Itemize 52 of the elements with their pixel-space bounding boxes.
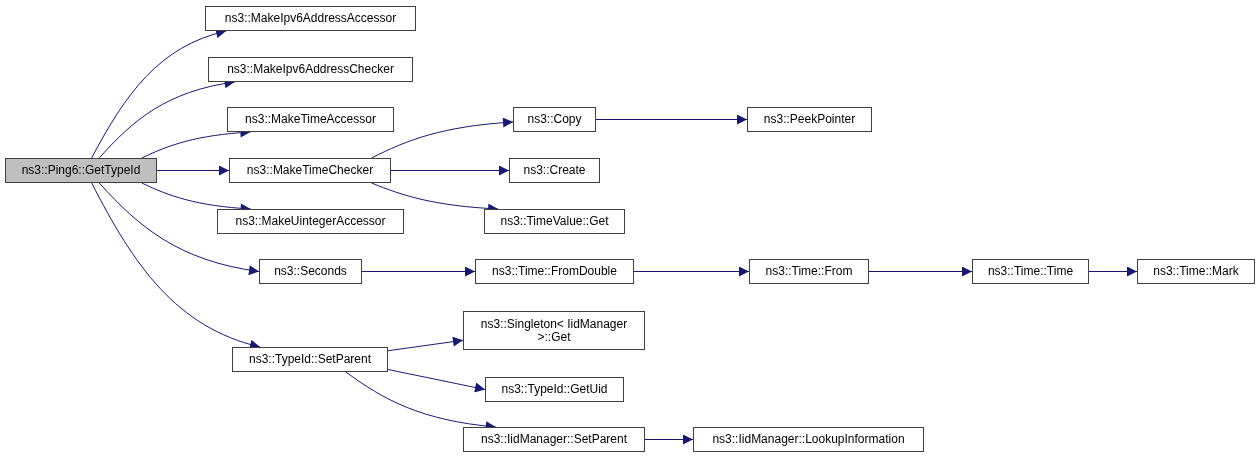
call-arrow [387, 369, 486, 393]
function-box [5, 158, 157, 183]
function-name: ns3::Create [523, 164, 586, 177]
function-name: ns3::Time::From [765, 265, 853, 278]
function-name: ns3::MakeIpv6AddressAccessor [224, 12, 397, 25]
function-box [229, 158, 391, 183]
function-box [475, 259, 634, 284]
function-name: ns3::Time::Time [987, 265, 1074, 278]
function-name: ns3::MakeTimeChecker [246, 164, 374, 177]
function-box [747, 107, 872, 132]
function-name: ns3::TypeId::GetUid [501, 383, 608, 396]
call-arrow [633, 266, 750, 277]
function-box [463, 427, 645, 452]
function-name: ns3::Copy [527, 113, 582, 126]
call-arrow [361, 266, 476, 277]
function-name: ns3::MakeIpv6AddressChecker [227, 63, 394, 76]
call-arrow [371, 117, 514, 159]
function-box [1137, 259, 1255, 284]
function-box [217, 209, 404, 234]
function-name: ns3::TypeId::SetParent [248, 353, 372, 366]
function-box [693, 427, 924, 452]
function-name: ns3::MakeUintegerAccessor [235, 215, 386, 228]
function-name: ns3::Time::Mark [1153, 265, 1239, 278]
function-box [749, 259, 869, 284]
function-box [463, 311, 645, 350]
function-box [205, 6, 416, 31]
function-name: ns3::IidManager::LookupInformation [712, 433, 905, 446]
call-arrow [1088, 266, 1138, 277]
function-name: ns3::Singleton< IidManager >::Get [479, 317, 629, 344]
function-box [513, 107, 596, 132]
function-box [509, 158, 600, 183]
call-arrow [98, 182, 260, 275]
function-name: ns3::IidManager::SetParent [480, 433, 628, 446]
function-name: ns3::TimeValue::Get [500, 215, 609, 228]
function-name: ns3::PeekPointer [763, 113, 856, 126]
function-box [227, 107, 394, 132]
function-name: ns3::Ping6::GetTypeId [21, 164, 141, 177]
call-arrow [387, 336, 464, 352]
call-arrow [595, 114, 748, 125]
call-arrow [156, 165, 230, 176]
function-box [259, 259, 362, 284]
function-box [208, 57, 413, 82]
function-box [484, 209, 625, 234]
function-name: ns3::Seconds [274, 265, 347, 278]
function-name: ns3::Time::FromDouble [492, 265, 617, 278]
function-box [485, 377, 624, 402]
function-box [232, 347, 388, 372]
function-box [972, 259, 1089, 284]
function-name: ns3::MakeTimeAccessor [245, 113, 376, 126]
call-arrow [868, 266, 973, 277]
call-arrow [644, 434, 694, 445]
call-arrow [390, 165, 510, 176]
